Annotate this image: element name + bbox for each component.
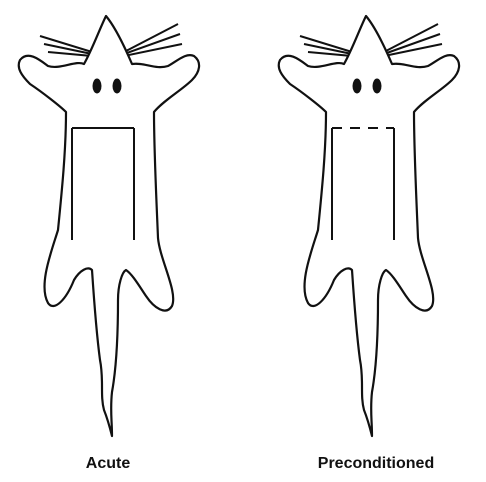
rat-figure-preconditioned: Preconditioned (268, 0, 468, 482)
rat-figure-acute: Acute (8, 0, 208, 482)
figure-label-preconditioned: Preconditioned (276, 455, 476, 473)
right-eye (373, 79, 382, 94)
left-eye (353, 79, 362, 94)
rat-body (279, 16, 459, 436)
right-eye (113, 79, 122, 94)
rat-outline-preconditioned (268, 0, 468, 440)
rat-outline-acute (8, 0, 208, 440)
figure-label-acute: Acute (8, 455, 208, 473)
rat-body (19, 16, 199, 436)
left-eye (93, 79, 102, 94)
